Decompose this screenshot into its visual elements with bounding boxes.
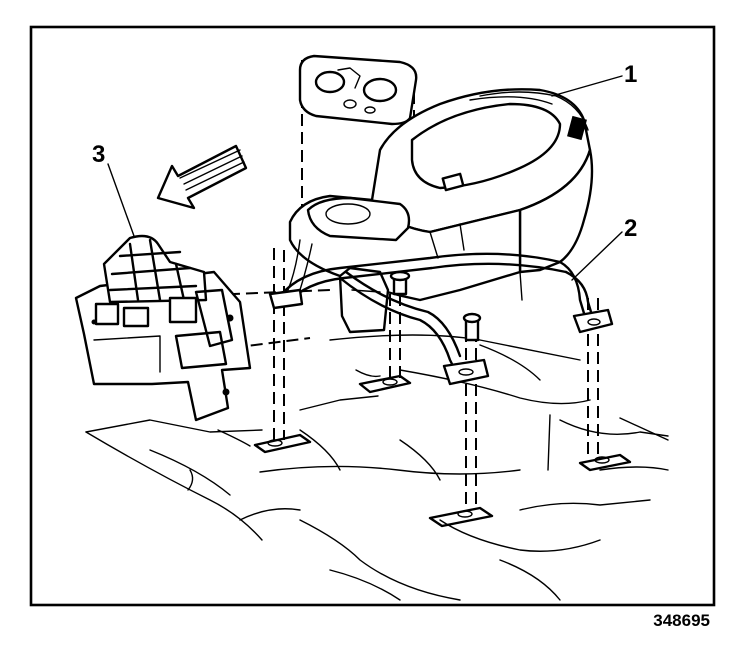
direction-arrow-icon [156,144,248,210]
vehicle-floor [85,334,669,601]
callout-1: 1 [624,61,637,88]
module-bracket [74,163,252,422]
callout-2: 2 [624,215,637,242]
figure-frame [29,25,716,607]
figure-id: 348695 [653,611,710,630]
cupholder-insert [298,54,418,126]
callout-3: 3 [92,141,105,168]
console-bracket [268,231,623,386]
